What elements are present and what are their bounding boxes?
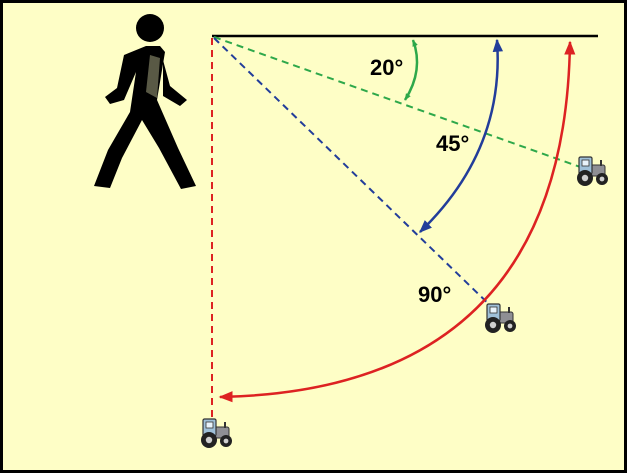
angle-label-20: 20° (370, 55, 403, 80)
angle-label-45: 45° (436, 131, 469, 156)
angle-label-90: 90° (418, 282, 451, 307)
